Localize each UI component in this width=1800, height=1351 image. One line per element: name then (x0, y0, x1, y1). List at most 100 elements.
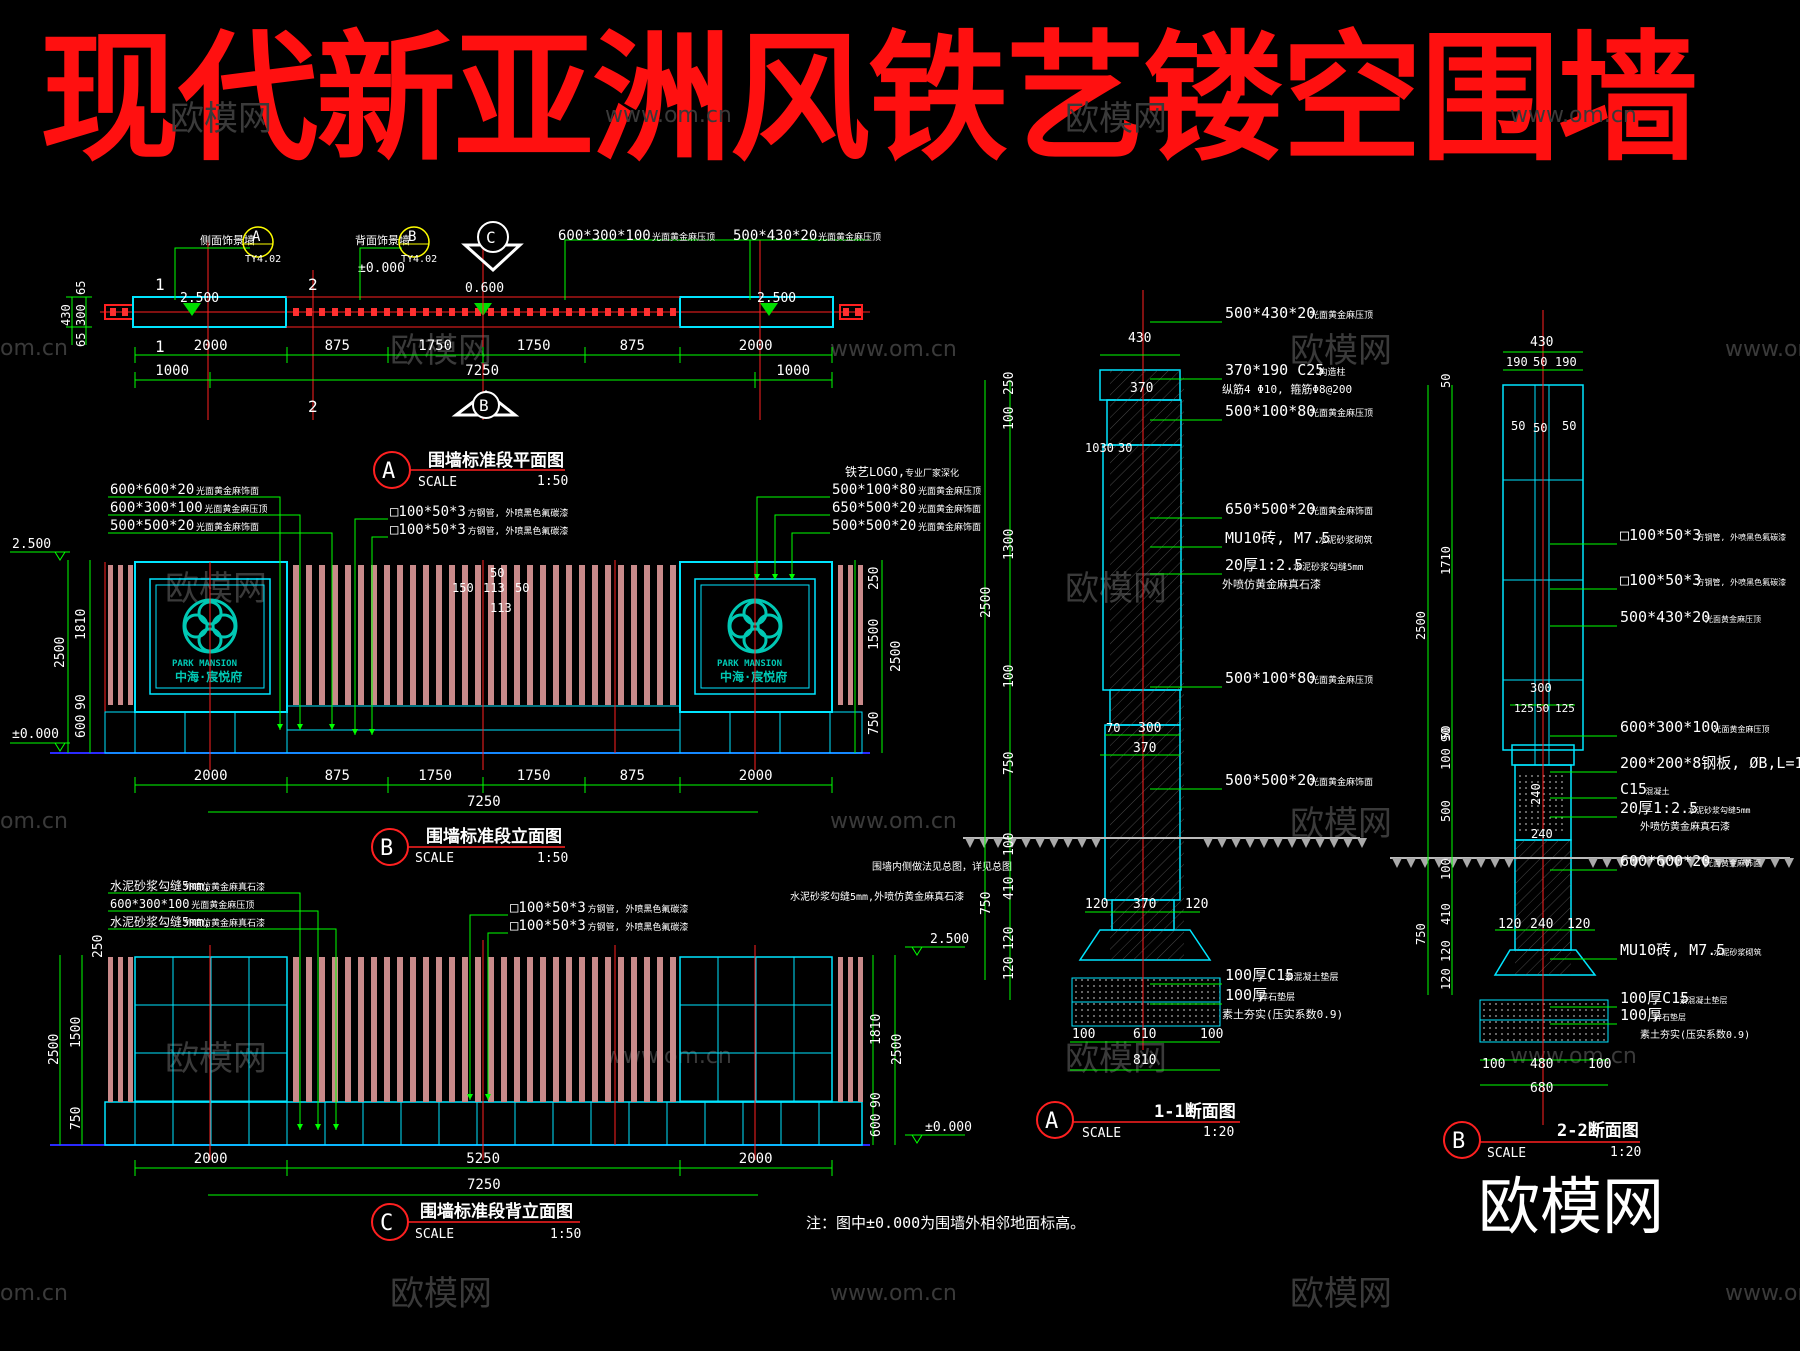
watermark-url: www.om.cn (605, 1044, 732, 1069)
front-note-right-sub: 光面黄金麻压顶 (918, 485, 981, 497)
watermark-cn: 欧模网 (1065, 99, 1167, 139)
plan-note-m1-sub: 光面黄金麻压顶 (652, 231, 715, 243)
ground-hatch (1448, 858, 1458, 868)
sec2-vdim: 1710 (1439, 546, 1453, 575)
front-el-top: 2.500 (12, 537, 51, 552)
sec1-note-sub: 碎石垫层 (1259, 991, 1295, 1003)
front-vdim-left: 2500 (53, 637, 68, 668)
front-bar (618, 565, 624, 705)
front-vdim-right: 250 (867, 567, 882, 590)
plan-bar (345, 308, 351, 316)
front-bar (358, 565, 364, 705)
front-bar (858, 565, 863, 705)
ground-hatch (1728, 858, 1738, 868)
back-bar (838, 957, 843, 1102)
sec1-foot-dim: 100 (1200, 1027, 1223, 1042)
ground-hatch (965, 838, 975, 848)
ground-hatch (1630, 858, 1640, 868)
front-bar (592, 565, 598, 705)
back-note-left-sub: 光面黄金麻压顶 (191, 899, 254, 911)
plan-bar (605, 308, 611, 316)
ground-hatch (1700, 858, 1710, 868)
back-bar (488, 957, 494, 1102)
back-vdim-left: 250 (91, 935, 106, 958)
watermark-cn: 欧模网 (1290, 331, 1392, 371)
back-bar (501, 957, 507, 1102)
plan-bar (843, 308, 849, 316)
front-bar-group (108, 565, 863, 705)
front-note-right-sub: 光面黄金麻饰面 (918, 503, 981, 515)
front-bar-dim: 50 (515, 581, 529, 595)
front-bar (631, 565, 637, 705)
front-bar (306, 565, 312, 705)
back-el-bot: ±0.000 (925, 1120, 972, 1135)
sec1-note: 500*500*20 (1225, 771, 1315, 789)
plan-bar (592, 308, 598, 316)
sec1-scale: 1:20 (1203, 1125, 1234, 1140)
back-bar (319, 957, 325, 1102)
back-vdim-left: 1500 (69, 1017, 84, 1048)
plan-bar (488, 308, 494, 316)
sec1-note: 370*190 C25 (1225, 361, 1324, 379)
watermark-layer: 欧模网 www.om.cn 欧模网 www.om.cn om.cn 欧模网 ww… (0, 99, 1800, 1314)
sec1-foot-dim: 610 (1133, 1027, 1156, 1042)
back-bar (108, 957, 113, 1102)
sec2-dim: 50 (1511, 419, 1525, 433)
back-bar (423, 957, 429, 1102)
sec1-note: 100厚C15 (1225, 966, 1294, 984)
sec2-note: 100厚C15 (1620, 989, 1689, 1007)
sec2-foot-dim: 120 (1498, 917, 1521, 932)
sec1-note: MU10砖, M7.5 (1225, 529, 1330, 547)
plan-ref-b-sub: TY4.02 (401, 254, 437, 265)
sec1-dim: 370 (1133, 741, 1156, 756)
sec1-note-sub: 水泥砂浆勾缝5mm (1293, 561, 1363, 573)
front-bar-dim: 150 (452, 581, 474, 595)
back-bar (306, 957, 312, 1102)
front-el-bot: ±0.000 (12, 727, 59, 742)
sec1-vdim: 100 (1002, 833, 1017, 856)
sec1-vdim: 410 (1002, 877, 1017, 900)
sec2-caption: 2-2断面图 (1557, 1120, 1639, 1141)
sec2-note-sub: 碎石垫层 (1654, 1012, 1686, 1022)
back-bar (462, 957, 468, 1102)
plan-elev-4: 2.500 (757, 291, 796, 306)
watermark-cn: 欧模网 (1290, 1274, 1392, 1314)
sec2-note: 素土夯实(压实系数0.9) (1640, 1028, 1750, 1041)
back-bar (436, 957, 442, 1102)
sec2-note-sub: 光面黄金麻饰面 (1705, 858, 1761, 868)
back-bar (657, 957, 663, 1102)
sec2-dim: 240 (1531, 827, 1553, 841)
front-note-right-sub: 光面黄金麻饰面 (918, 521, 981, 533)
sec1-dim: 30 (1118, 441, 1132, 455)
back-bar (618, 957, 624, 1102)
front-bar (475, 565, 481, 705)
watermark-url: www.om.cn (1510, 103, 1637, 128)
plan-bar (540, 308, 546, 316)
front-bar (527, 565, 533, 705)
sec2-vdim: 500 (1439, 800, 1453, 822)
back-bar (553, 957, 559, 1102)
plan-bar (475, 308, 481, 316)
sec2-vdim: 2500 (1414, 611, 1428, 640)
front-total: 7250 (467, 794, 501, 810)
plan-section-1-top: 1 (155, 275, 165, 294)
plan-dim: 875 (325, 338, 350, 354)
plan-elev-1: 2.500 (180, 291, 219, 306)
ground-hatch (1245, 838, 1255, 848)
front-caption-mark: B (380, 836, 393, 861)
sec2-note-sub: 水泥砂浆勾缝5mm (1688, 805, 1751, 815)
back-bar (332, 957, 338, 1102)
front-note-mid: □100*50*3 (390, 504, 466, 520)
back-bar (566, 957, 572, 1102)
sec1-dim: 70 (1106, 721, 1120, 735)
plan-note-m1: 600*300*100 (558, 228, 651, 244)
ground-hatch (979, 838, 989, 848)
sec1-note: 500*100*80 (1225, 669, 1315, 687)
front-bar (566, 565, 572, 705)
watermark-url: www.om.cn (1725, 1281, 1800, 1306)
plan-note-m2-sub: 光面黄金麻压顶 (818, 231, 881, 243)
ground-hatch (1203, 838, 1213, 848)
sec2-note: 500*430*20 (1620, 608, 1710, 626)
ground-hatch (1434, 858, 1444, 868)
